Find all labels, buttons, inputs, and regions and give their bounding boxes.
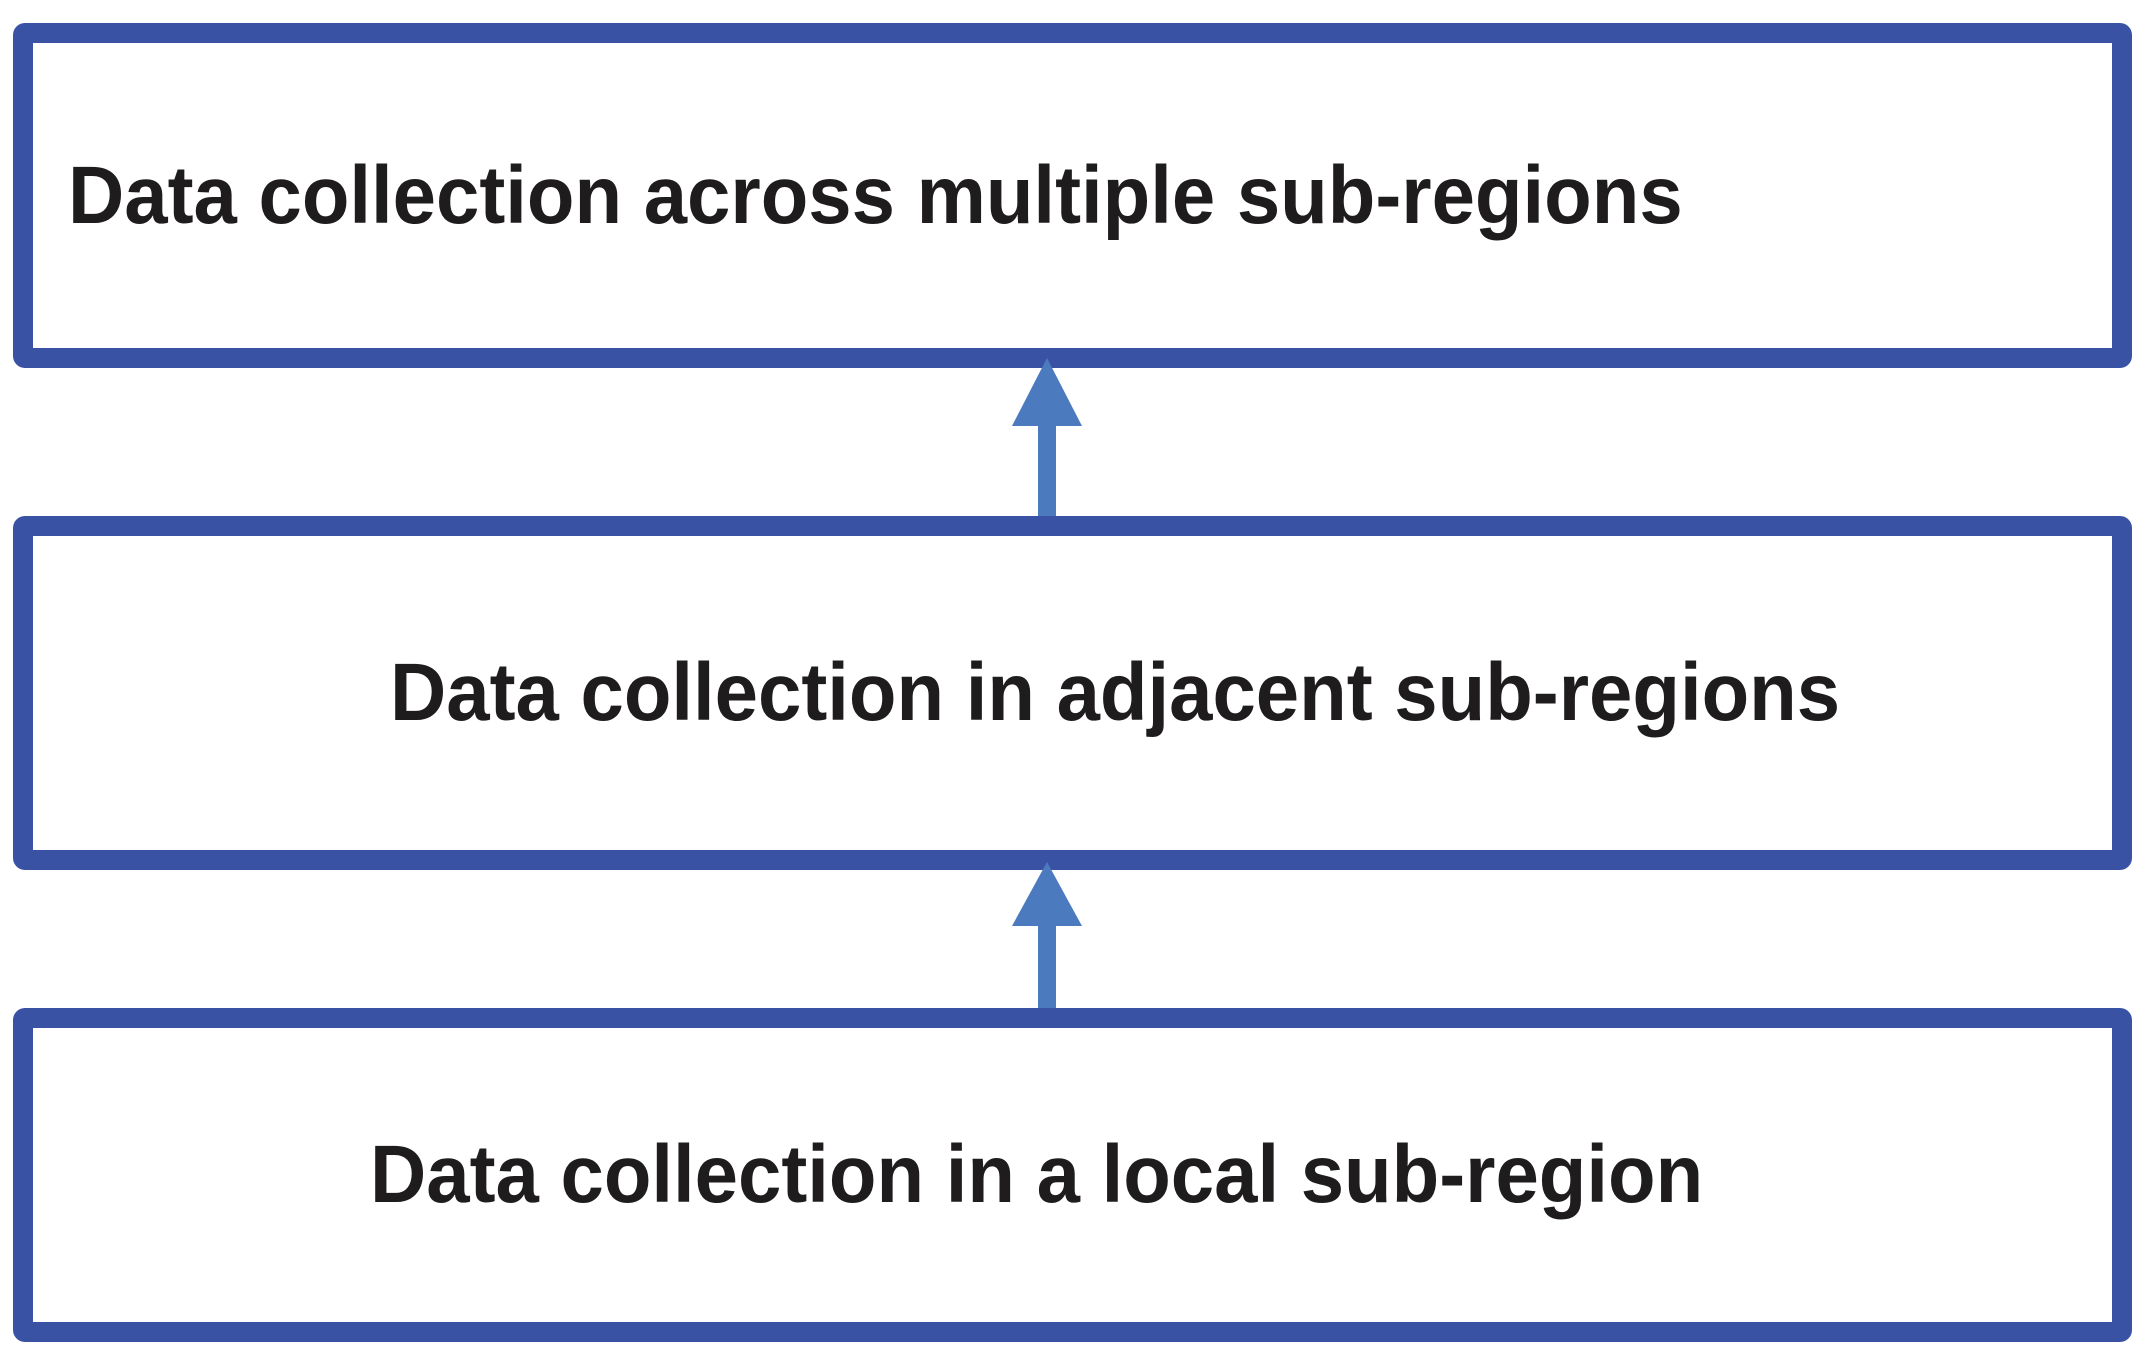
box-multiple-subregions-label: Data collection across multiple sub-regi… — [68, 149, 1683, 241]
box-local-subregion: Data collection in a local sub-region — [13, 1008, 2132, 1342]
box-adjacent-subregions: Data collection in adjacent sub-regions — [13, 516, 2132, 870]
box-adjacent-subregions-label: Data collection in adjacent sub-regions — [390, 647, 1841, 738]
box-multiple-subregions: Data collection across multiple sub-regi… — [13, 23, 2132, 368]
up-arrow-adjacent-to-multiple — [1012, 358, 1082, 518]
up-arrow-local-to-adjacent — [1012, 862, 1082, 1010]
box-local-subregion-label: Data collection in a local sub-region — [370, 1129, 1704, 1220]
